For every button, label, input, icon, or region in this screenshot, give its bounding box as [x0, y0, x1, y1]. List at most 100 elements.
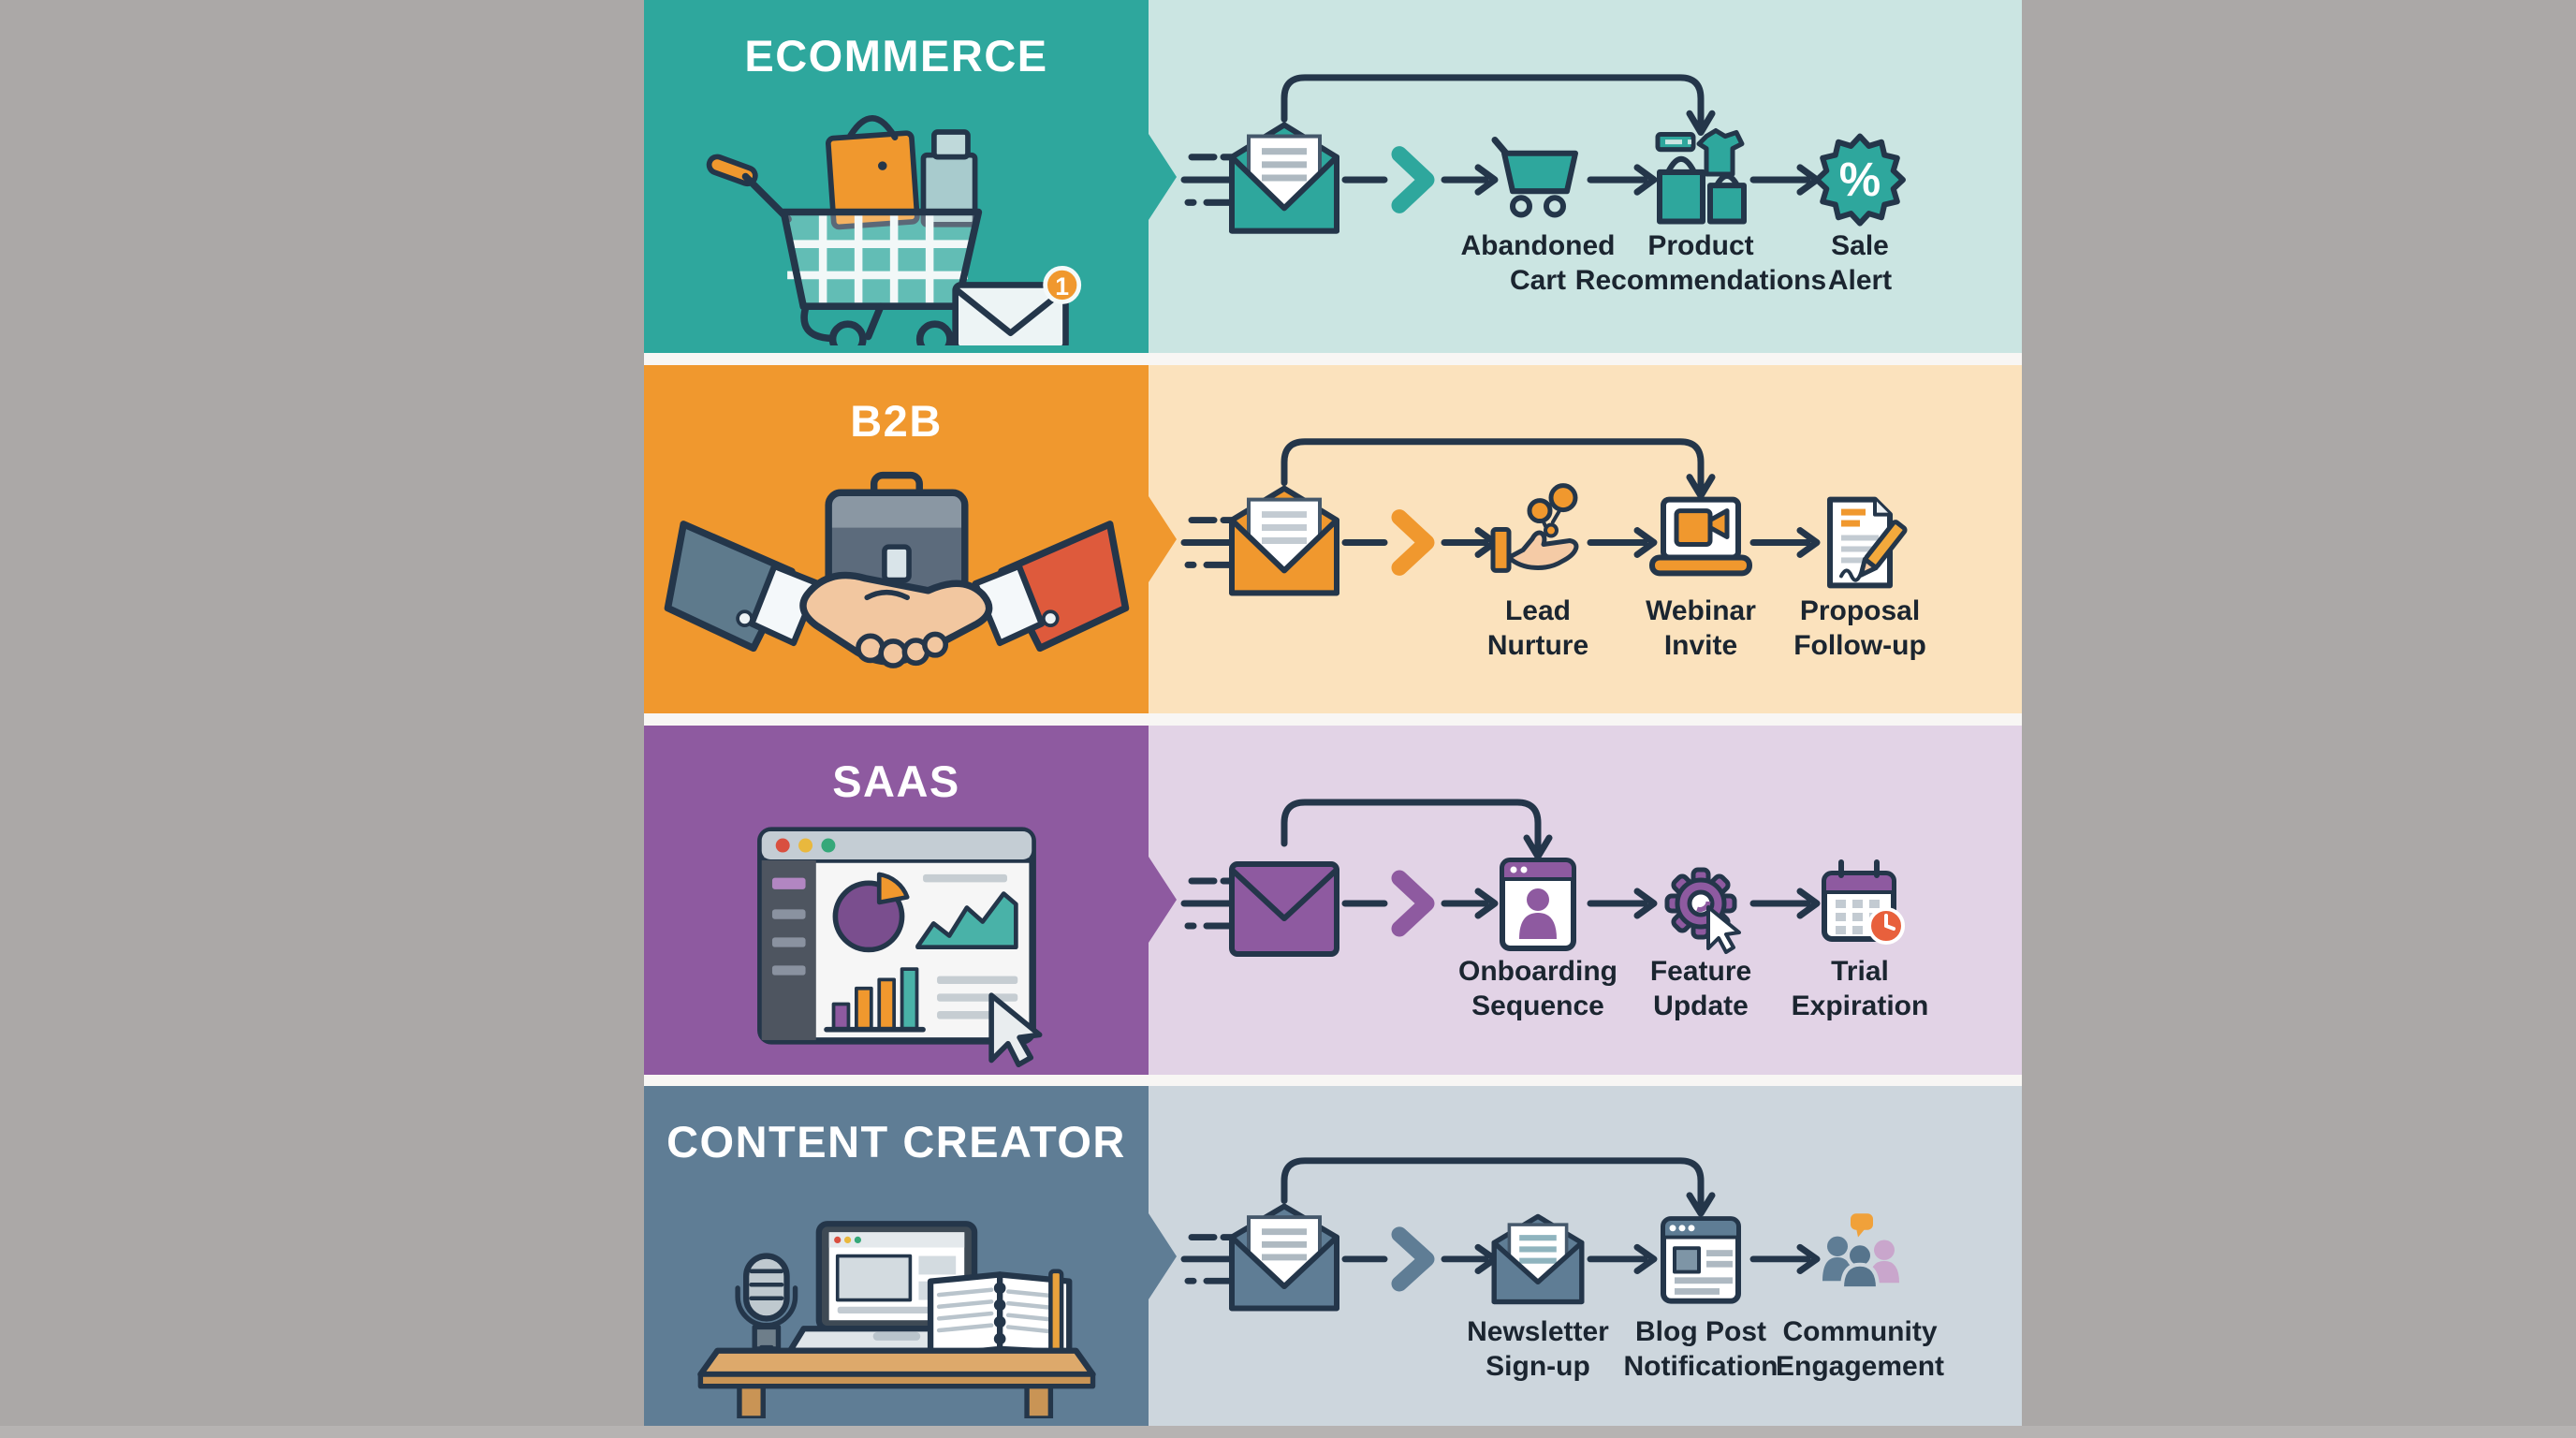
shopping-bag-icon — [826, 115, 920, 230]
bar-chart-icon — [824, 967, 926, 1033]
b2b-panel: B2B — [644, 365, 1149, 713]
step-label: Community Engagement — [1775, 1316, 1945, 1382]
ecommerce-flow: % Abandoned Cart Product Recommendations… — [1149, 0, 2022, 353]
step-label: Lead Nurture — [1486, 595, 1589, 661]
skip-arrow — [1281, 74, 1705, 130]
step-label: Newsletter Sign-up — [1467, 1316, 1609, 1382]
step-label: Trial Expiration — [1791, 956, 1929, 1021]
proposal-document-icon — [1827, 496, 1908, 589]
shopping-cart-icon — [1491, 137, 1578, 218]
content-column: ECOMMERCE — [644, 0, 2022, 1426]
b2b-flow-diagram — [1180, 438, 1908, 596]
content-creator-panel: CONTENT CREATOR — [644, 1086, 1149, 1426]
open-envelope-icon — [1229, 1203, 1339, 1312]
panel-arrow-notch — [1149, 496, 1177, 582]
cursor-icon — [988, 992, 1043, 1067]
arrow-icon — [1587, 527, 1658, 558]
shopping-bags-icon — [1655, 127, 1747, 225]
notification-badge — [1043, 265, 1082, 304]
lead-nurture-hand-icon — [1490, 483, 1579, 573]
row-saas: SAAS — [644, 726, 2022, 1075]
window-dot-yellow — [798, 838, 813, 853]
step-label: Product Recommendations — [1574, 230, 1827, 296]
row-ecommerce: ECOMMERCE — [644, 0, 2022, 353]
row-b2b: B2B — [644, 365, 2022, 713]
step-label: Feature Update — [1649, 956, 1752, 1021]
skip-arrow — [1281, 438, 1705, 494]
saas-flow-diagram — [1180, 799, 1905, 957]
arrow-icon — [1749, 164, 1821, 196]
step-label: Onboarding Sequence — [1458, 956, 1617, 1021]
arrow-icon — [1441, 164, 1499, 196]
notebook-icon — [927, 1269, 1073, 1359]
step-label: Webinar Invite — [1646, 595, 1756, 661]
open-envelope-icon — [1229, 485, 1339, 596]
handshake-icon — [664, 521, 1130, 668]
b2b-flow: Lead Nurture Webinar Invite Proposal Fol… — [1149, 365, 2022, 713]
onboarding-profile-icon — [1500, 858, 1576, 951]
cart-item-small — [931, 129, 971, 160]
skip-arrow — [1281, 799, 1542, 855]
ecommerce-panel: ECOMMERCE — [644, 0, 1149, 353]
window-dot-red — [775, 838, 790, 853]
line-chart-icon — [915, 873, 1018, 950]
arrow-icon — [1749, 527, 1821, 558]
saas-illustration — [757, 827, 1043, 1067]
saas-flow: Onboarding Sequence Feature Update Trial… — [1149, 726, 2022, 1075]
panel-arrow-notch — [1149, 857, 1177, 943]
arrow-icon — [1441, 1243, 1499, 1274]
video-camera-icon — [1674, 508, 1713, 547]
newsletter-envelope-icon — [1491, 1213, 1585, 1305]
page-title: ECOMMERCE — [744, 31, 1048, 81]
chevron-icon — [1391, 1226, 1435, 1292]
panel-arrow-notch — [1149, 134, 1177, 220]
envelope-icon: 1 — [952, 265, 1082, 345]
step-label: Abandoned Cart — [1460, 230, 1616, 296]
panel-arrow-notch — [1149, 1213, 1177, 1299]
page-title: SAAS — [832, 756, 960, 806]
arrow-icon — [1587, 164, 1658, 196]
sidebar — [761, 859, 816, 1040]
page-title: CONTENT CREATOR — [666, 1117, 1126, 1167]
desk — [697, 1347, 1096, 1418]
content-creator-illustration — [697, 1221, 1096, 1418]
chevron-icon — [1391, 870, 1435, 937]
closed-envelope-icon — [1229, 861, 1339, 957]
community-people-icon — [1822, 1213, 1899, 1290]
arrow-icon — [1441, 527, 1499, 558]
step-label: Sale Alert — [1827, 230, 1893, 296]
discount-badge-icon: % — [1814, 133, 1906, 227]
badge-count: 1 — [1055, 272, 1069, 301]
blog-post-icon — [1661, 1216, 1741, 1304]
chevron-icon — [1391, 509, 1435, 576]
arrow-icon — [1749, 1243, 1821, 1274]
row-content-creator: CONTENT CREATOR — [644, 1086, 2022, 1426]
step-label: Blog Post Notification — [1623, 1316, 1778, 1382]
content-creator-flow: Newsletter Sign-up Blog Post Notificatio… — [1149, 1086, 2022, 1426]
b2b-illustration — [664, 471, 1130, 668]
tshirt-icon — [1696, 127, 1745, 177]
arrow-icon — [1441, 888, 1499, 919]
pie-chart-icon — [832, 872, 910, 953]
calendar-clock-icon — [1822, 859, 1905, 945]
arrow-icon — [1587, 888, 1658, 919]
open-envelope-icon — [1229, 122, 1339, 234]
cursor-icon — [1706, 905, 1741, 954]
webinar-laptop-icon — [1649, 496, 1752, 577]
bookmark — [1048, 1269, 1064, 1358]
percent-glyph: % — [1839, 154, 1881, 206]
feature-gear-icon — [1664, 867, 1741, 954]
step-label: Proposal Follow-up — [1793, 595, 1926, 661]
ecommerce-flow-diagram: % — [1180, 74, 1906, 234]
bottom-strip — [0, 1426, 2576, 1438]
saas-panel: SAAS — [644, 726, 1149, 1075]
ecommerce-illustration: 1 — [706, 115, 1082, 345]
skip-arrow — [1281, 1157, 1705, 1211]
pencil-icon — [1858, 520, 1908, 578]
arrow-icon — [1749, 888, 1821, 919]
page-title: B2B — [850, 396, 943, 446]
chevron-icon — [1391, 146, 1435, 213]
window-dot-green — [821, 838, 836, 853]
content-creator-flow-diagram — [1180, 1157, 1899, 1312]
